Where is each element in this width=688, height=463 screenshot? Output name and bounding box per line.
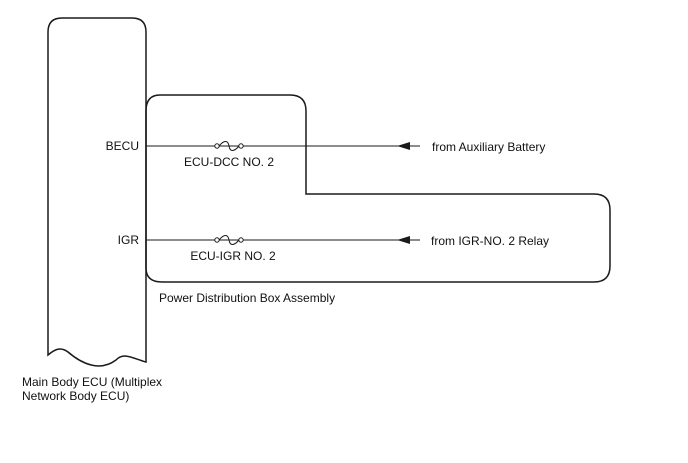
- main-body-ecu-label-line1: Main Body ECU (Multiplex: [22, 375, 162, 389]
- main-body-ecu-outline: [47, 17, 147, 367]
- igr-source-label: from IGR-NO. 2 Relay: [431, 234, 549, 248]
- becu-fuse-label: ECU-DCC NO. 2: [184, 155, 274, 169]
- power-distribution-box-outline: [145, 94, 611, 283]
- main-body-ecu-label-line2: Network Body ECU): [22, 389, 129, 403]
- becu-fuse-symbol: [214, 141, 244, 151]
- becu-source-label: from Auxiliary Battery: [432, 140, 545, 154]
- igr-arrowhead: [397, 236, 410, 244]
- igr-terminal-label: IGR: [118, 233, 140, 247]
- igr-fuse-symbol: [214, 235, 244, 245]
- becu-arrowhead: [397, 142, 410, 150]
- power-distribution-box-label: Power Distribution Box Assembly: [159, 291, 335, 305]
- becu-terminal-label: BECU: [106, 139, 139, 153]
- igr-fuse-label: ECU-IGR NO. 2: [190, 249, 276, 263]
